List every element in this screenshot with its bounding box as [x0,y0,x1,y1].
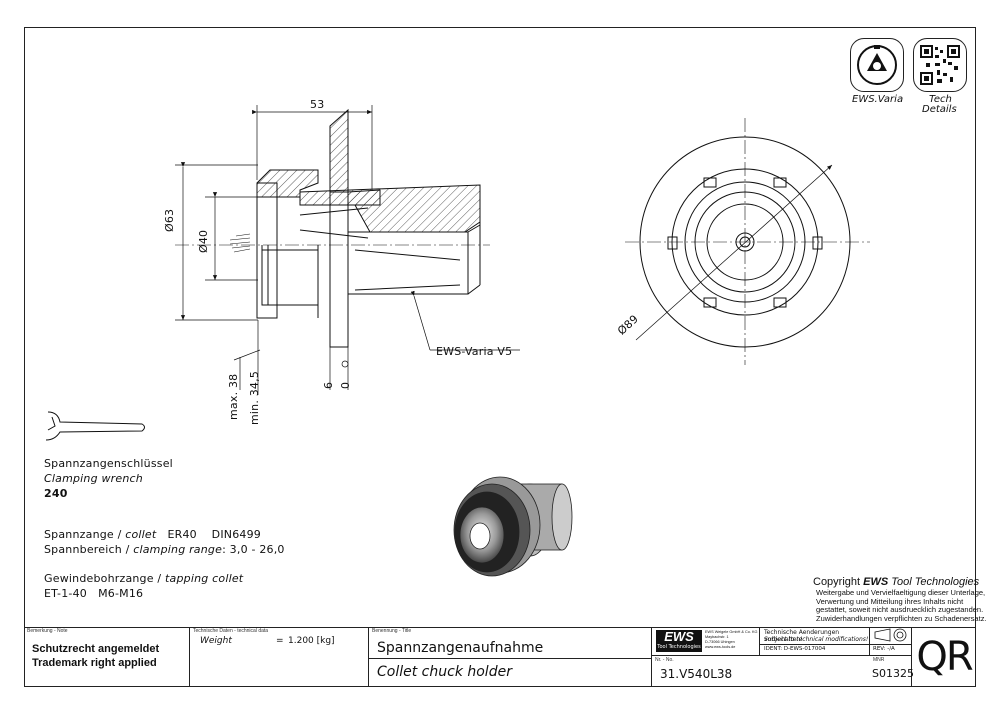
drawing-sheet [24,27,976,687]
qr-cell: QR [912,627,976,687]
collet-de: Spannzange / [44,528,122,541]
qr-badge[interactable] [913,38,967,92]
mnr-cell: MNR S01325 [870,656,914,687]
revision: REV: -/A [873,646,895,652]
tech-label-2: Details [922,104,957,115]
number-cell: Nr. - No. 31.V540L38 [652,656,912,687]
dim-dia-63: Ø63 [163,208,176,232]
title-block [24,627,976,687]
company-line: EWS Weigele GmbH & Co. KG [705,630,758,634]
company-address: EWS Weigele GmbH & Co. KG Maybachstr. 1 … [705,630,757,650]
company-line: D-73066 Uhingen [705,640,735,644]
title-divider [369,658,652,659]
dim-min: min. 34,5 [248,370,261,425]
dim-six: 6 [322,381,335,389]
front-view [625,118,870,365]
wrench-de: Spannzangenschlüssel [44,457,173,470]
tapping-en: tapping collet [165,572,244,585]
copyright-line: gestattet, soweit nicht ausdruecklich zu… [816,605,984,614]
remark-label: Bemerkung - Note [27,628,68,634]
copyright-line: Weitergabe und Vervielfaeltigung dieser … [816,588,986,597]
change-en: Subject to technical modifications! [764,636,869,643]
callout-varia: EWS-Varia V5 [436,345,513,358]
copyright-prefix: Copyright [813,576,864,588]
collet-spec: ER40 DIN6499 [167,528,261,541]
copyright-body: Weitergabe und Vervielfaeltigung dieser … [816,588,987,623]
title-en: Collet chuck holder [377,664,512,680]
change-cell: Technische Aenderungen vorbehalten! Subj… [760,627,870,656]
tech-data-label: Technische Daten - technical data [193,628,269,634]
weight-eq: = [276,636,284,646]
rev-divider [870,644,912,645]
range-en: clamping range [133,543,223,556]
qr-code-icon [920,45,960,85]
nr-label: Nr. - No. [655,657,674,663]
side-section-view [175,108,490,348]
change-de: Technische Aenderungen vorbehalten! [764,629,840,643]
mnr-label: MNR [873,657,885,663]
part-render [453,476,573,577]
logo-sub: Tool Technologies [657,644,701,650]
tapping-de: Gewindebohrzange / [44,572,162,585]
varia-label: EWS.Varia [852,94,904,105]
collet-line: Spannzange / collet ER40 DIN6499 [44,528,261,541]
copyright-brand: EWS [863,576,889,588]
wrench-number: 240 [44,487,68,500]
dim-length: 53 [310,98,325,111]
weight-value: 1.200 [kg] [288,636,335,646]
dim-dia-40: Ø40 [197,229,210,253]
tapping-spec: ET-1-40 M6-M16 [44,587,144,600]
title-cell: Benennung - Title Spannzangenaufnahme Co… [369,627,652,687]
range-value: : 3,0 - 26,0 [222,543,285,556]
tech-data-cell: Technische Daten - technical data Weight… [190,627,369,687]
title-label: Benennung - Title [372,628,412,634]
ident-divider [760,644,870,645]
varia-badge[interactable] [850,38,904,92]
range-de: Spannbereich / [44,543,130,556]
dim-max: max. 38 [227,373,240,420]
ews-logo: EWS Tool Technologies [656,630,702,652]
copyright-title: Copyright EWS Tool Technologies [813,576,979,588]
remark-en: Trademark right applied [32,657,157,669]
projection-symbol-icon [874,628,907,642]
varia-icon [857,45,897,85]
company-line: Maybachstr. 1 [705,635,729,639]
projection-cell: REV: -/A [870,627,912,656]
copyright-suffix: Tool Technologies [888,576,980,588]
remark-cell: Bemerkung - Note Schutzrecht angemeldet … [24,627,190,687]
copyright-line: Zuwiderhandlungen verpflichten zu Schade… [816,613,987,623]
part-number: 31.V540L38 [660,667,733,681]
remark-de: Schutzrecht angemeldet [32,643,160,655]
logo-cell: EWS Tool Technologies EWS Weigele GmbH &… [652,627,760,656]
mnr-value: S01325 [872,667,914,680]
dim-zero: 0 [339,381,352,389]
range-line: Spannbereich / clamping range: 3,0 - 26,… [44,543,285,556]
qr-text: QR [916,634,973,680]
wrench-en: Clamping wrench [44,472,143,485]
copyright-line: Verwertung und Mitteilung ihres Inhalts … [816,596,964,606]
title-de: Spannzangenaufnahme [377,640,544,656]
weight-label: Weight [200,636,232,646]
wrench-sketch [45,411,145,441]
ident: IDENT: D-EWS-017004 [764,646,826,652]
tapping-line: Gewindebohrzange / tapping collet [44,572,243,585]
tech-label-1: Tech [929,94,952,105]
collet-en: collet [125,528,157,541]
logo-text: EWS [664,629,694,644]
company-line: www.ews-tools.de [705,645,736,649]
